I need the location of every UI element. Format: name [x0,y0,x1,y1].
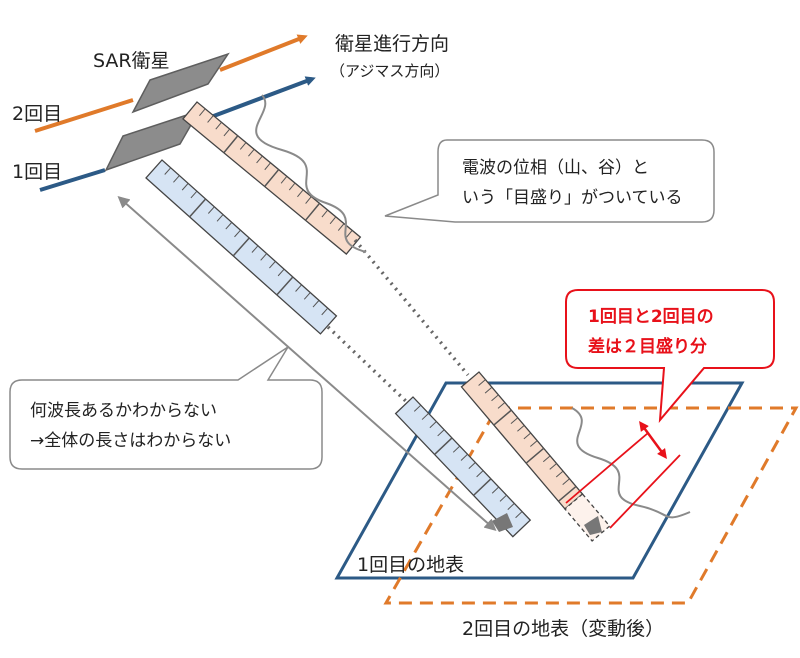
callout-phase-bubble [384,139,715,223]
satellite-pass-2 [131,52,230,114]
callout-phase-line-2: いう「目盛り」がついている [462,188,683,208]
callout-wavelength-line-2: →全体の長さはわからない [30,431,231,451]
ruler-pass-2-dotted-gap [353,238,470,377]
label-pass-1: 1回目 [12,161,62,183]
label-sar-satellite: SAR衛星 [93,50,170,72]
ground-plane-2 [383,406,799,605]
callout-phase-line-1: 電波の位相（山、谷）と [462,158,649,178]
difference-arrow [639,420,667,460]
pass-2-path-arrow [219,34,308,72]
satellite-pass-1 [104,109,201,172]
pass-2-path-tail [34,98,134,133]
radio-wave-icon [255,94,367,253]
ruler-pass-1-tip [492,513,513,532]
callout-difference-line-2: 差は２目盛り分 [588,336,707,357]
callout-wavelength-line-1: 何波長あるかわからない [30,401,217,421]
callout-difference-line-1: 1回目と2回目の [588,307,714,327]
difference-guide-line-1 [565,432,649,504]
callout-wavelength-bubble [9,346,323,470]
ruler-pass-2-ground-segment [460,371,611,542]
radio-wave-ground-icon [571,407,691,519]
label-direction-sub: （アジマス方向） [330,62,449,80]
label-direction-title: 衛星進行方向 [335,33,449,55]
difference-guide-line-2 [609,454,681,529]
total-length-arrow [117,196,497,531]
label-ground-2: 2回目の地表（変動後） [462,618,664,640]
label-pass-2: 2回目 [12,103,62,125]
pass-1-path-tail [39,168,106,192]
callout-difference-bubble [565,289,775,424]
label-ground-1: 1回目の地表 [357,554,464,576]
ruler-pass-2-tip [584,516,602,535]
